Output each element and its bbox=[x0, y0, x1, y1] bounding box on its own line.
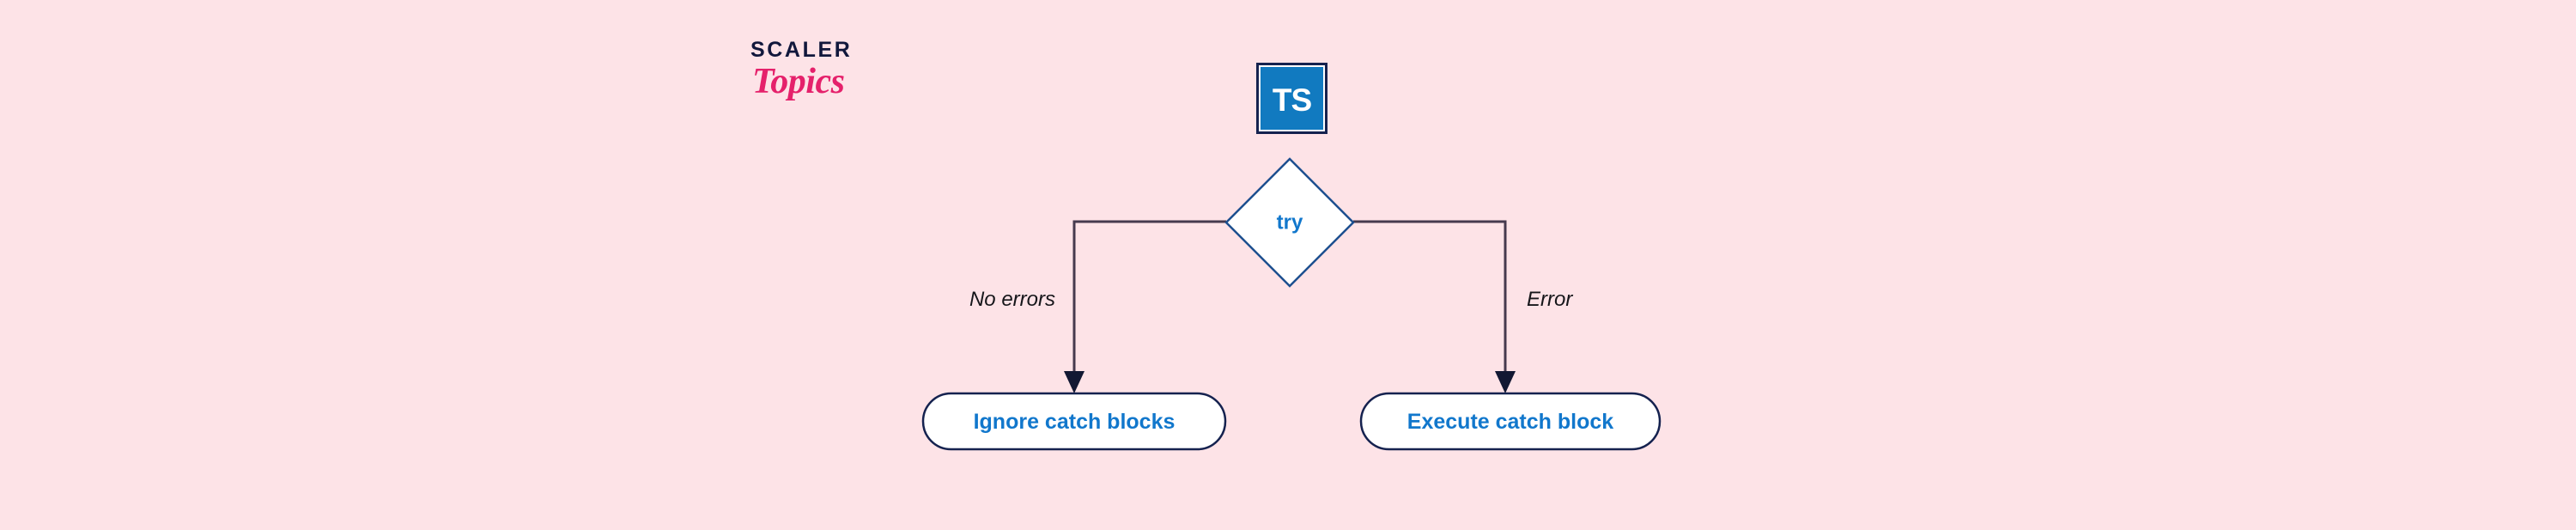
typescript-logo-icon: TS bbox=[1256, 63, 1327, 134]
arrowhead-no-errors bbox=[1064, 371, 1084, 393]
logo-wordmark-scaler: SCALER bbox=[750, 38, 853, 62]
arrowhead-error bbox=[1495, 371, 1516, 393]
node-ignore-catch-blocks-label: Ignore catch blocks bbox=[974, 410, 1176, 434]
node-ignore-catch-blocks[interactable] bbox=[921, 392, 1227, 451]
connector-error bbox=[1353, 220, 1507, 371]
node-execute-catch-block[interactable] bbox=[1359, 392, 1662, 451]
logo-wordmark-topics: Topics bbox=[752, 62, 845, 101]
scaler-topics-logo: SCALER Topics bbox=[749, 34, 903, 112]
typescript-logo-fill: TS bbox=[1261, 67, 1323, 130]
connector-no-errors bbox=[1072, 220, 1226, 371]
decision-diamond[interactable] bbox=[1224, 157, 1355, 288]
decision-label: try bbox=[1277, 211, 1303, 235]
edge-label-error: Error bbox=[1527, 288, 1573, 311]
typescript-logo-label: TS bbox=[1272, 82, 1312, 118]
edge-label-no-errors: No errors bbox=[969, 288, 1055, 311]
node-execute-catch-block-label: Execute catch block bbox=[1407, 410, 1613, 434]
